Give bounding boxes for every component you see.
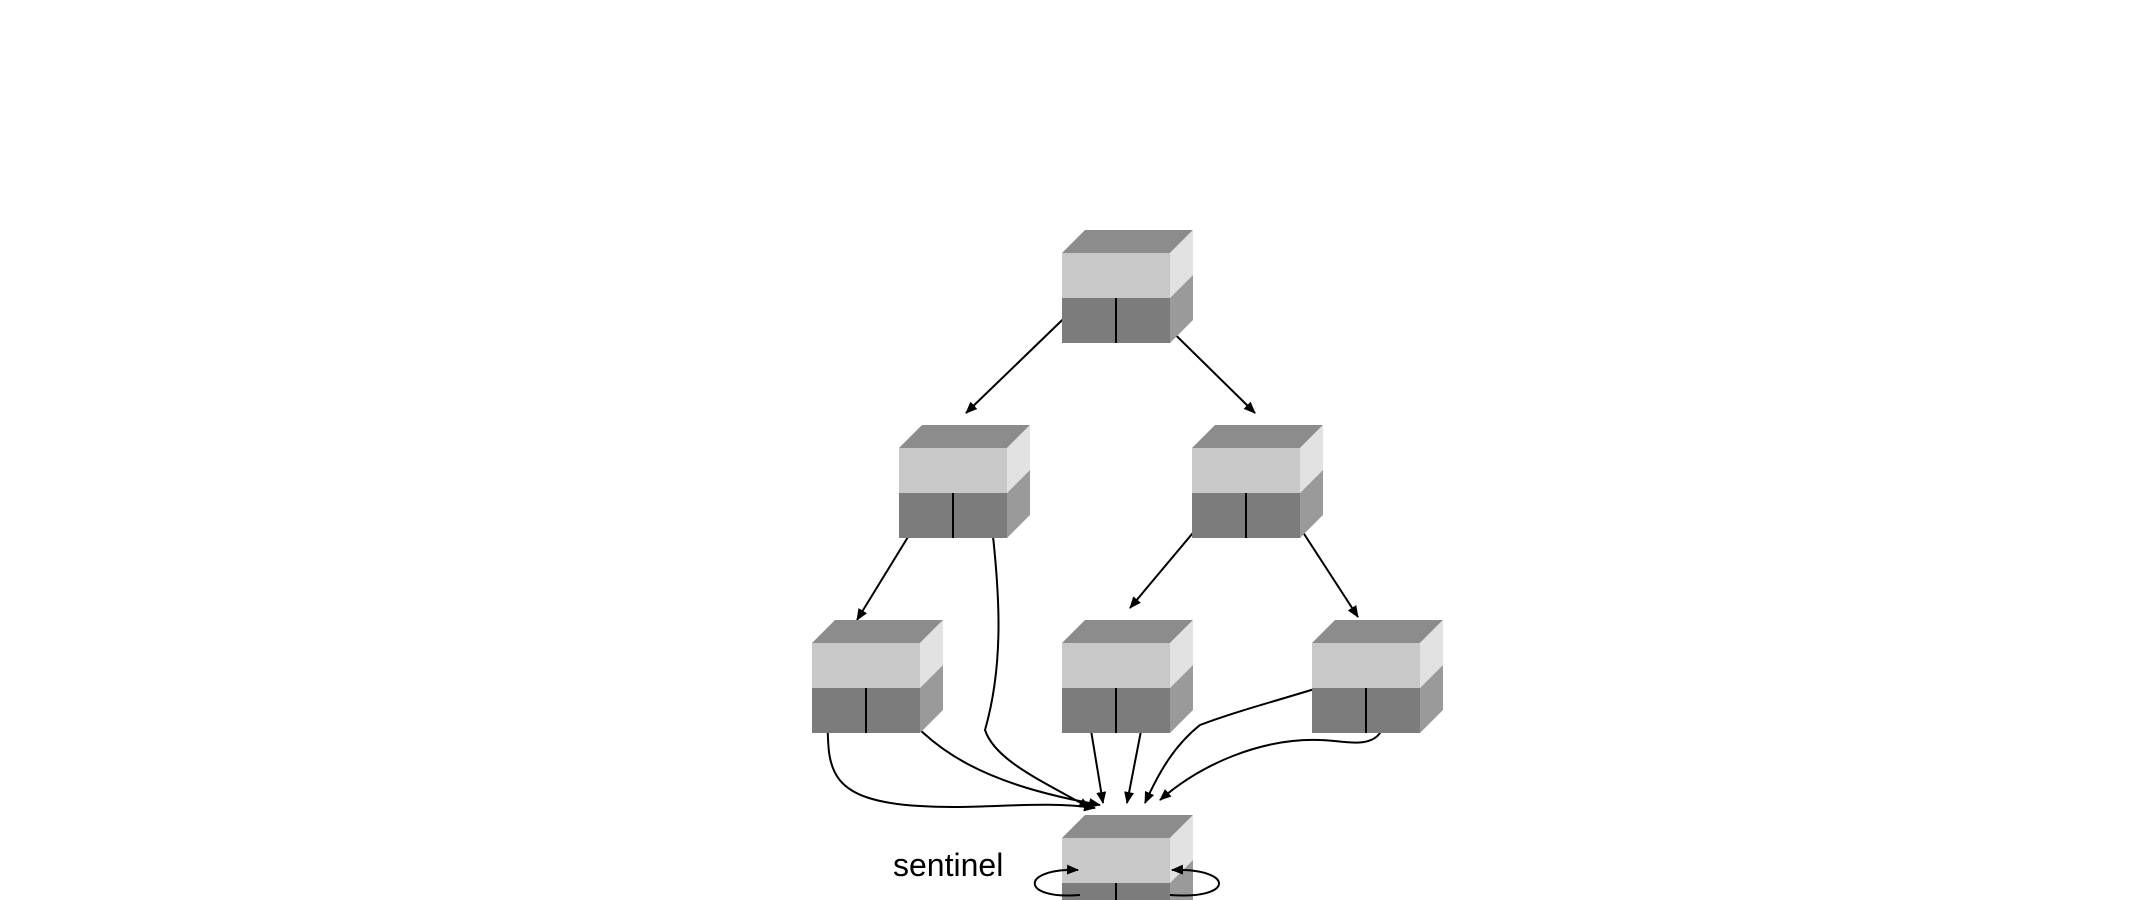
node-root [1062,230,1193,343]
node-side-lower [1007,470,1030,538]
node-side-lower [1170,665,1193,733]
edge-sentinel-self-loop [1033,864,1081,897]
node-side-upper [920,620,943,688]
edge-right-right-to-sentinel [1144,682,1335,804]
node-front-upper [1312,643,1420,688]
nodes-layer [812,230,1443,900]
node-top-face [1312,620,1443,643]
node-front-upper [812,643,920,688]
node-side-upper [1170,230,1193,298]
node-left-left [812,620,943,733]
node-left [899,425,1030,538]
edge-left-to-sentinel [983,492,1091,809]
node-top-face [1062,620,1193,643]
node-front-upper [1062,253,1170,298]
node-top-face [1062,230,1193,253]
node-front-upper [1062,838,1170,883]
node-sentinel [1062,815,1193,900]
node-side-lower [1420,665,1443,733]
node-side-lower [1300,470,1323,538]
node-side-upper [1170,620,1193,688]
edge-sentinel-self-loop [1169,864,1220,897]
node-top-face [1192,425,1323,448]
edge-left-left-to-sentinel [826,699,1096,812]
node-top-face [1062,815,1193,838]
node-right-left [1062,620,1193,733]
edge-right-right-to-sentinel [1159,689,1388,801]
node-side-upper [1420,620,1443,688]
node-side-upper [1300,425,1323,493]
node-side-lower [920,665,943,733]
node-front-upper [1062,643,1170,688]
node-side-lower [1170,275,1193,343]
node-front-upper [1192,448,1300,493]
node-front-upper [899,448,1007,493]
node-right-right [1312,620,1443,733]
node-top-face [899,425,1030,448]
sentinel-label: sentinel [893,847,1003,883]
node-right [1192,425,1323,538]
node-top-face [812,620,943,643]
node-side-upper [1007,425,1030,493]
